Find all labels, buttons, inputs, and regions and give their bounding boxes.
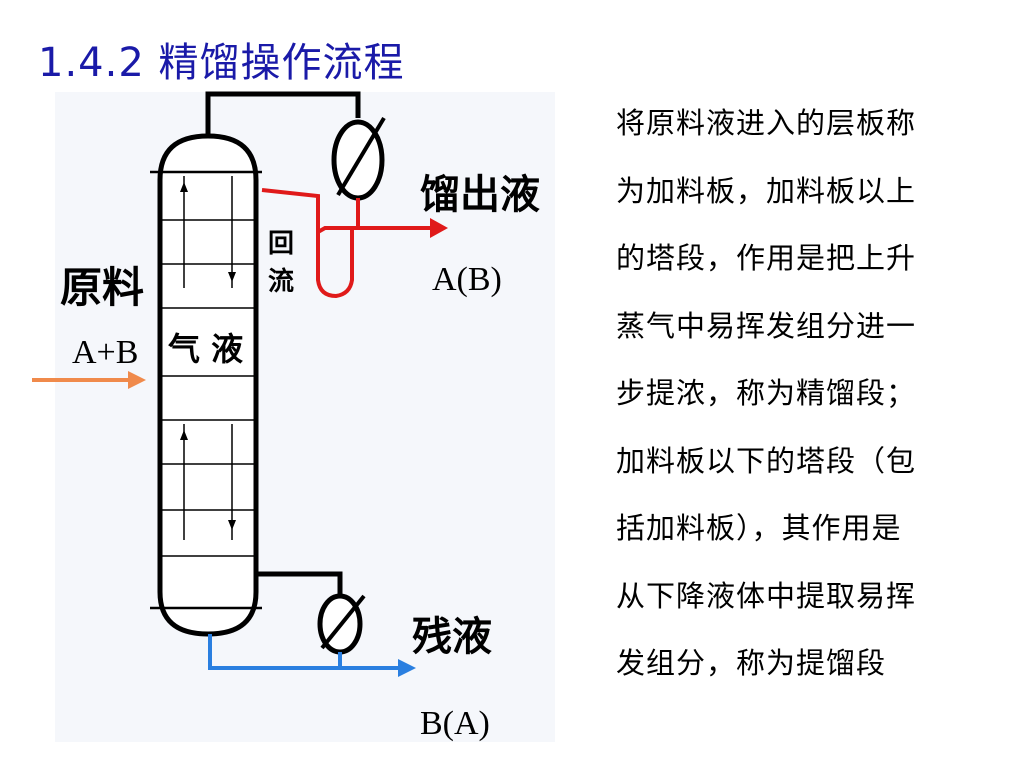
reflux-loop [316,226,358,299]
distillate-label: 馏出液 [420,171,540,218]
reboiler-pipe [256,571,343,598]
residue-arrow-icon [398,659,416,677]
slide-title: 1.4.2 精馏操作流程 [38,40,405,86]
description-line: 括加料板），其作用是 [616,511,902,545]
feed-components-label: A+B [72,334,138,371]
feed-arrow-icon [128,371,146,389]
description-line: 加料板以下的塔段（包 [616,443,917,478]
phases-label: 气 液 [168,330,243,368]
reflux-pipe [261,188,320,232]
distillation-diagram: 原料 A+B 气 液 馏出液 A(B) 残液 B(A) 回 流 [32,91,555,742]
description-text: 将原料液进入的层板称 为加料板，加料板以上 的塔段，作用是把上升 蒸气中易挥发组… [616,90,976,698]
description-line: 为加料板，加料板以上 [616,173,917,208]
feed-label: 原料 [60,263,144,312]
distillate-components-label: A(B) [432,261,502,298]
residue-pipe [208,634,398,670]
distillate-arrow-icon [430,218,448,238]
vapor-pipe [205,91,361,138]
description-line: 将原料液进入的层板称 [616,106,917,140]
description-line: 步提浓，称为精馏段； [616,376,917,410]
reflux-label: 回 流 [268,229,303,297]
residue-label: 残液 [412,613,492,660]
diagram-background [55,92,555,742]
condenser-icon [331,116,386,201]
distillation-column [150,133,262,637]
description-line: 发组分，称为提馏段 [616,646,887,680]
description-line: 的塔段，作用是把上升 [616,241,917,275]
description-line: 蒸气中易挥发组分进一 [616,308,917,343]
residue-components-label: B(A) [420,705,490,742]
description-line: 从下降液体中提取易挥 [616,578,917,613]
